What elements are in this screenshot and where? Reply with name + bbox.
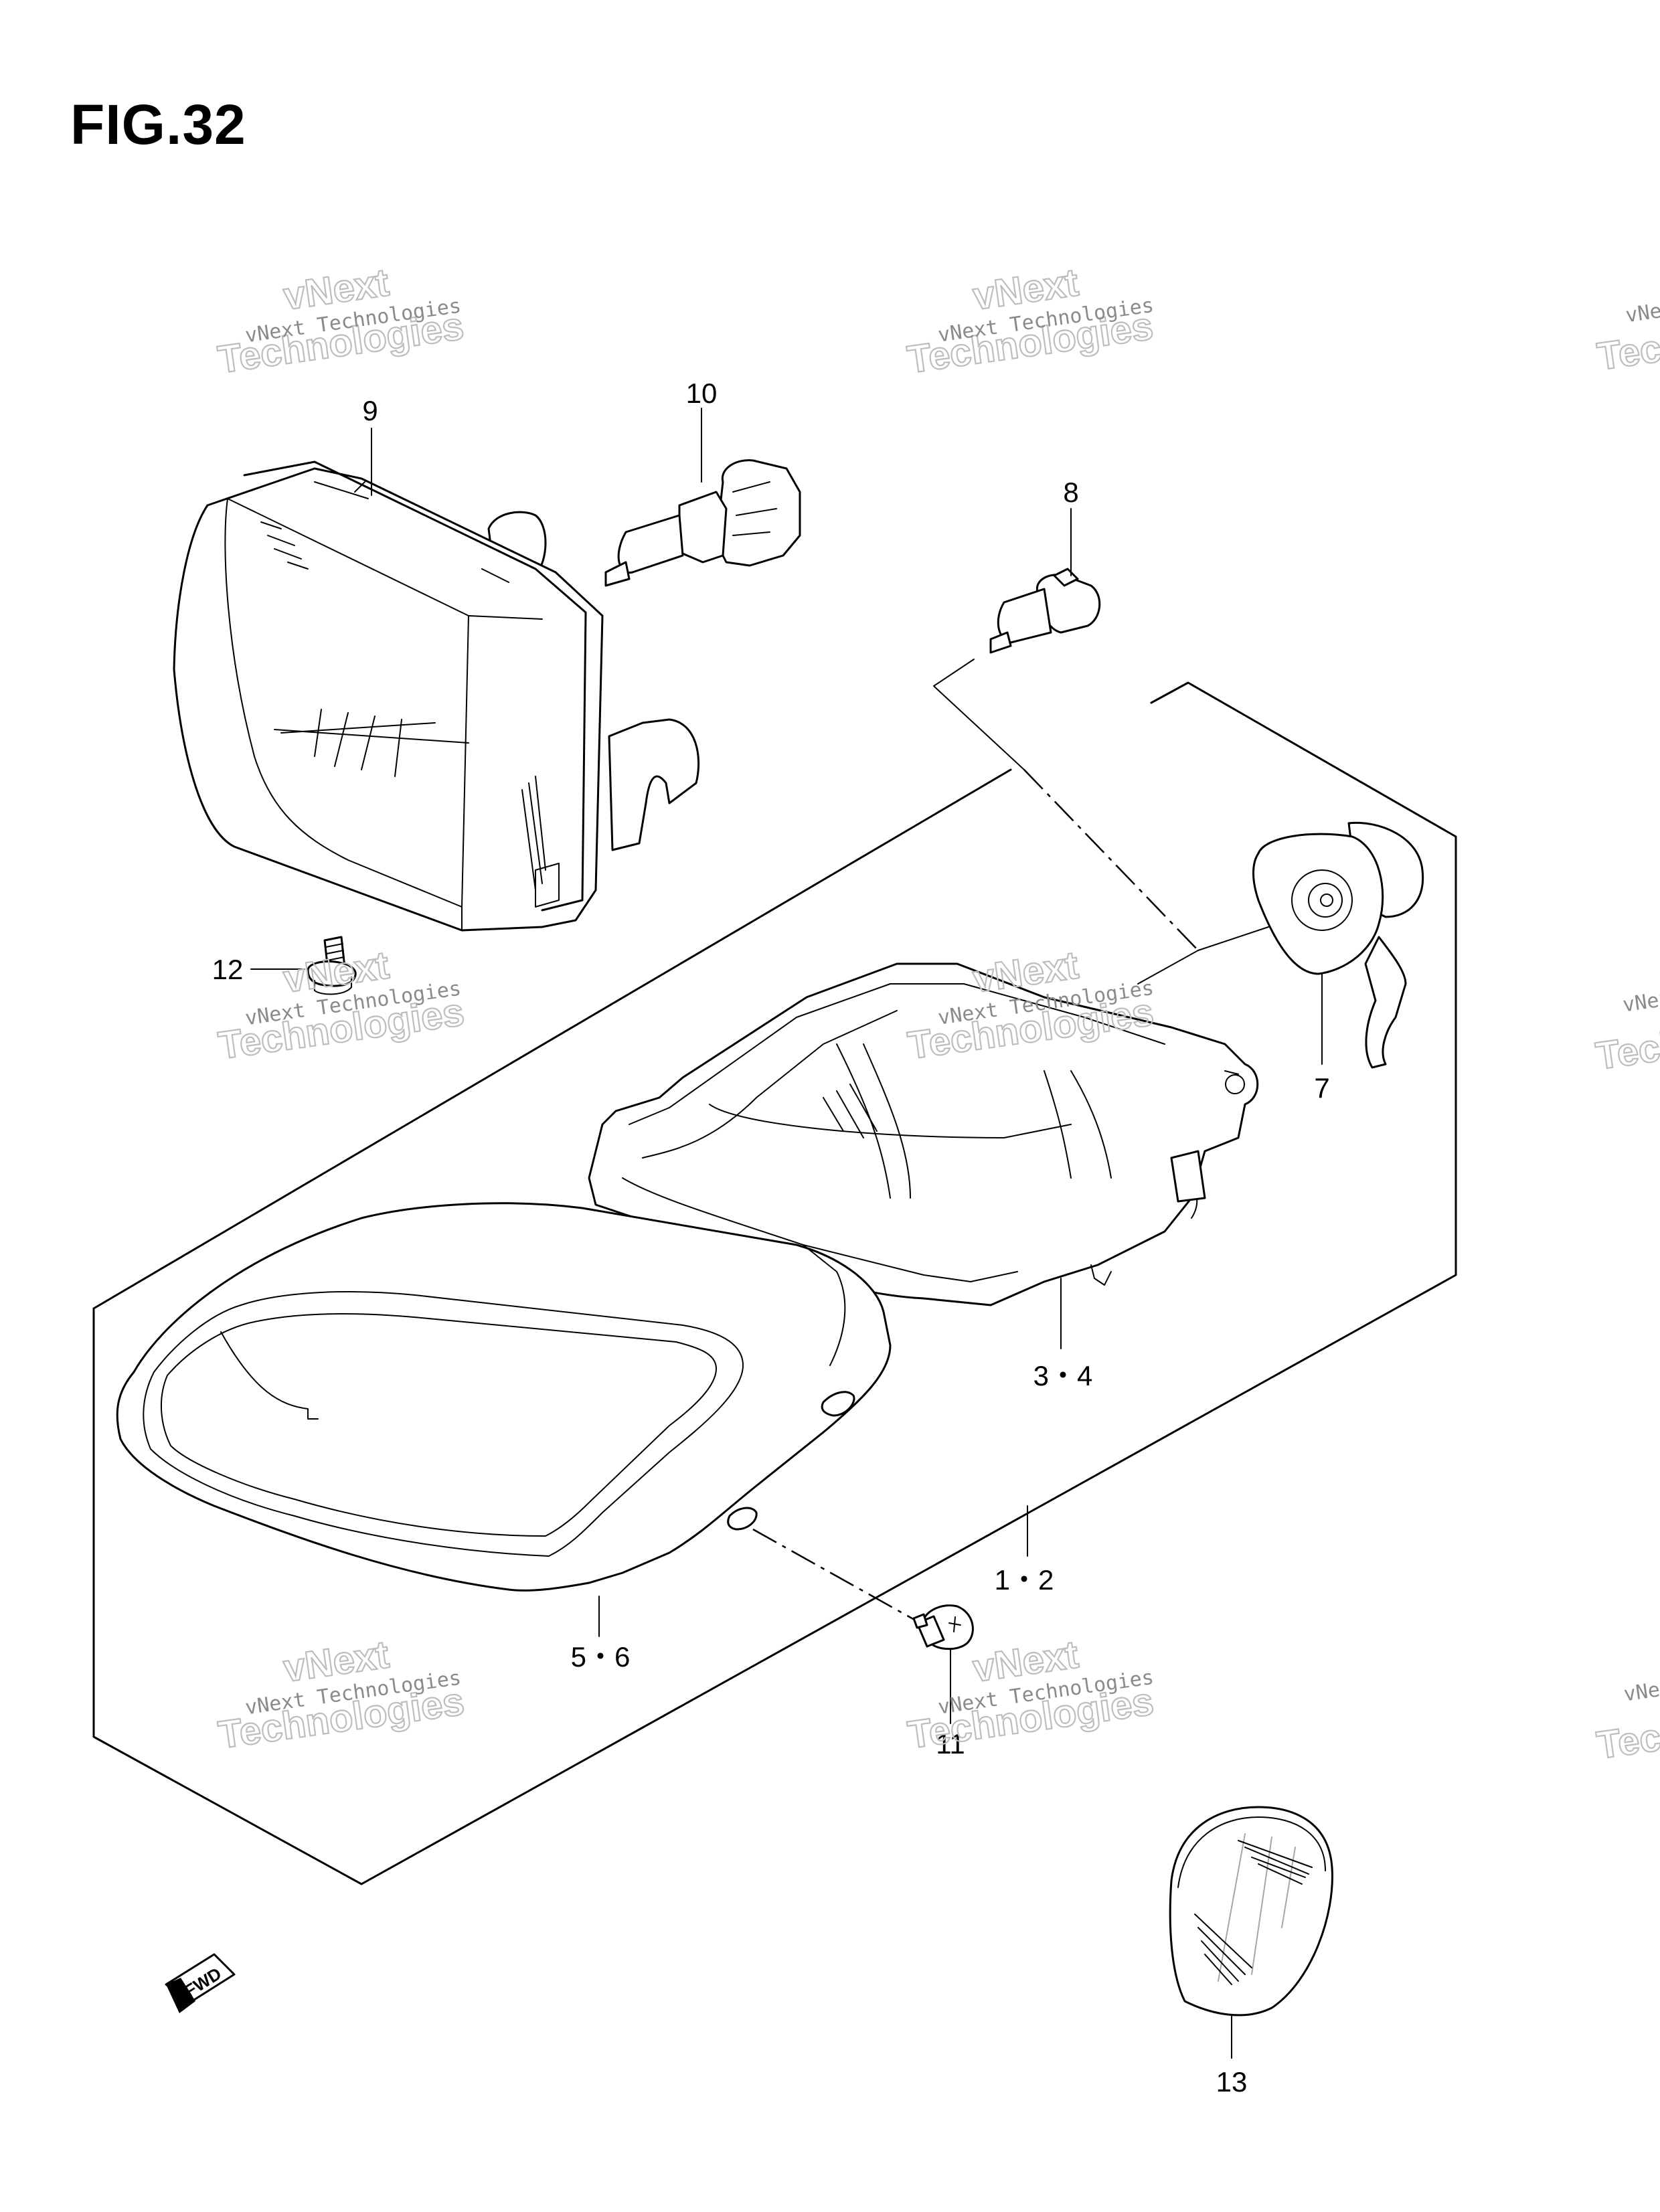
callout-9: 9 xyxy=(362,395,378,426)
watermark-1: vNext Technologies vNext Technologies xyxy=(215,260,467,382)
figure-title: FIG.32 xyxy=(70,93,246,156)
reflector xyxy=(1169,1806,1333,2017)
callout-10: 10 xyxy=(686,377,718,409)
callout-12: 12 xyxy=(212,954,244,985)
leader-11-screw xyxy=(752,1528,921,1624)
leader-8-box xyxy=(933,659,1025,770)
leader-8-to-7 xyxy=(1023,769,1199,951)
position-bulb xyxy=(989,568,1101,654)
callout-13: 13 xyxy=(1216,2066,1248,2098)
headlamp-housing xyxy=(116,1202,892,1592)
watermark-9: Technologies vNext Technologies xyxy=(1594,1653,1660,1768)
callout-1-2: 1・2 xyxy=(995,1564,1054,1596)
callout-5-6: 5・6 xyxy=(571,1641,631,1673)
screw-11 xyxy=(912,1604,974,1650)
callout-7: 7 xyxy=(1314,1072,1329,1104)
callout-11: 11 xyxy=(936,1728,965,1760)
watermark-7: vNext Technologies vNext Technologies xyxy=(215,1632,467,1758)
svg-text:vNext Technologies: vNext Technologies xyxy=(1624,274,1660,327)
position-lamp xyxy=(173,460,700,932)
bulb-socket xyxy=(1252,821,1424,1069)
leader-7-to-socket xyxy=(1197,926,1269,951)
svg-text:vNext Technologies: vNext Technologies xyxy=(1623,1653,1660,1707)
watermark-3: Technologies vNext Technologies xyxy=(1594,274,1660,379)
callout-8: 8 xyxy=(1063,477,1078,508)
assembly-outline xyxy=(92,681,1457,1885)
screw-12 xyxy=(307,936,357,995)
watermark-2: vNext Technologies vNext Technologies xyxy=(904,260,1157,382)
svg-text:vNext Technologies: vNext Technologies xyxy=(1621,964,1660,1017)
forward-arrow-icon: FWD xyxy=(165,1953,236,2013)
watermark-4: vNext Technologies vNext Technologies xyxy=(215,942,467,1068)
headlamp-unit xyxy=(588,962,1259,1306)
watermark-6: Technologies vNext Technologies xyxy=(1592,964,1660,1079)
headlight-bulb xyxy=(604,459,801,587)
leader-7-to-headlamp xyxy=(1137,950,1199,985)
callout-3-4: 3・4 xyxy=(1033,1360,1093,1391)
